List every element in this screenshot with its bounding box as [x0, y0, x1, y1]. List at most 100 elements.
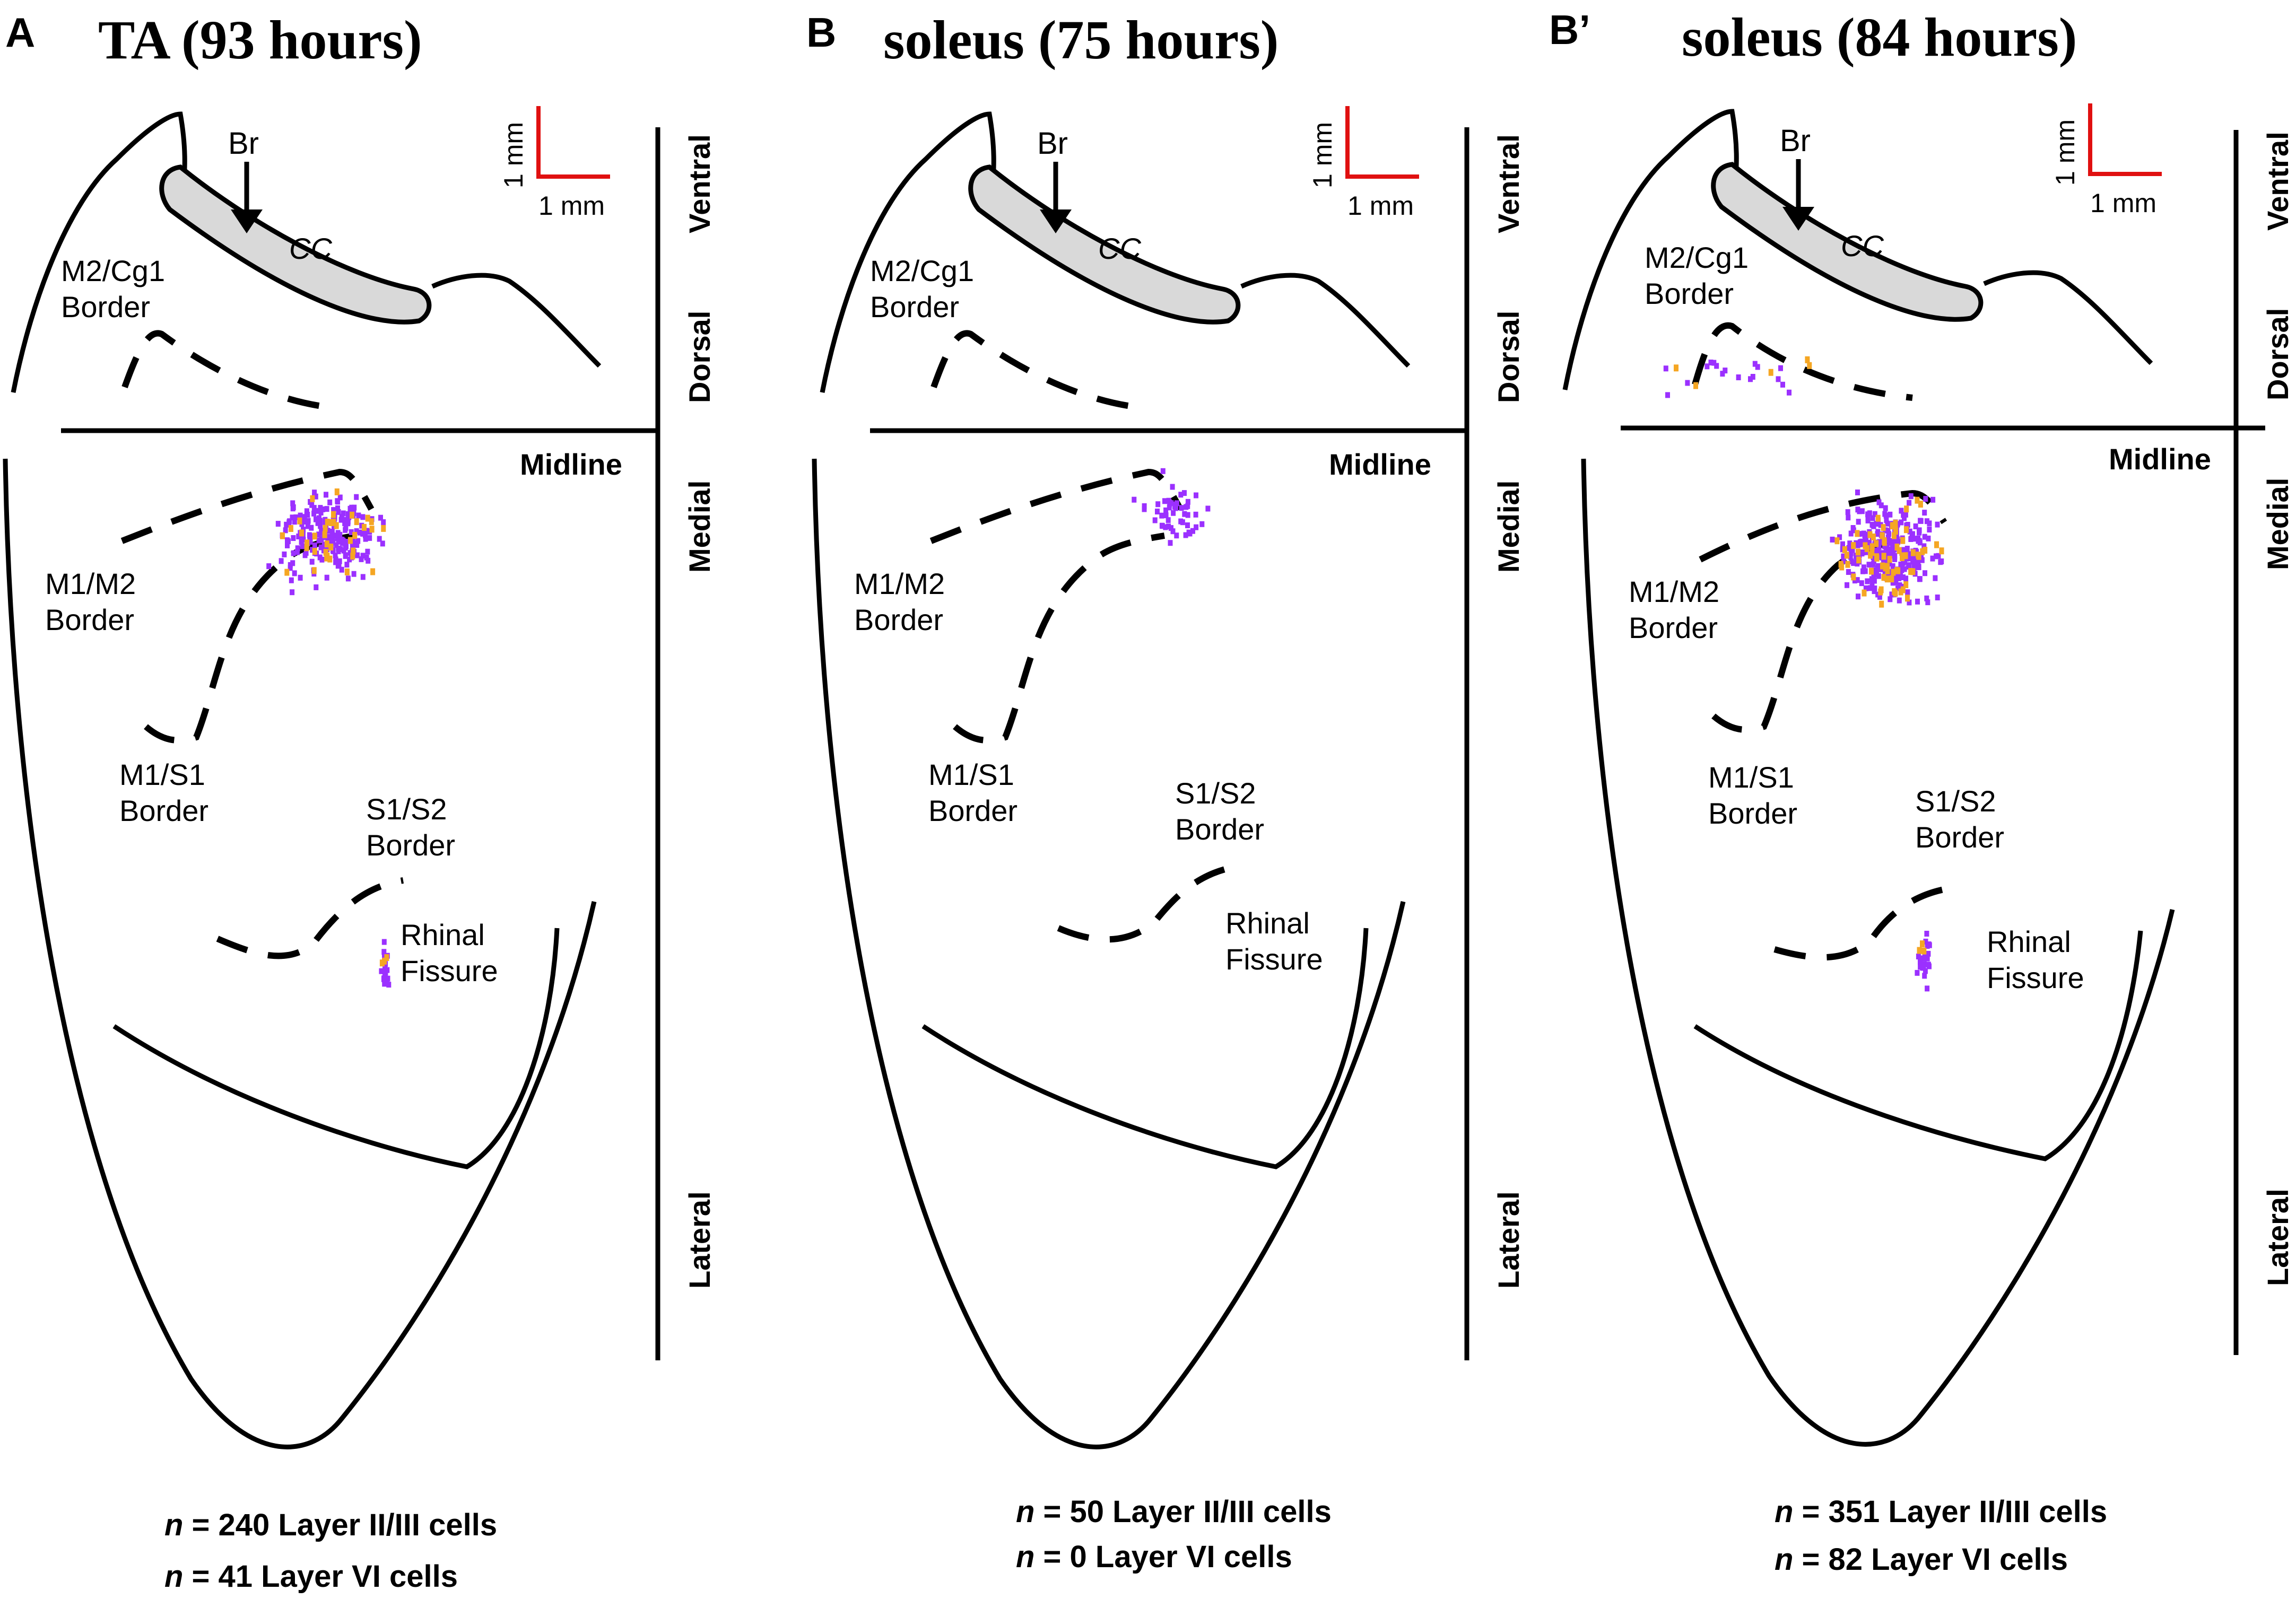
layer-2-3-cell-marker [386, 982, 392, 988]
layer-2-3-cell-marker [284, 521, 289, 528]
layer-6-cell-marker [1884, 575, 1890, 583]
layer-2-3-cell-marker [1854, 553, 1858, 559]
layer-6-cell-marker [1805, 356, 1810, 363]
layer-2-3-cell-marker [1885, 520, 1890, 527]
layer-2-3-cell-marker [1888, 511, 1893, 518]
layer-2-3-cell-marker [343, 552, 348, 558]
bregma-label: Br [1780, 124, 1811, 158]
scale-label-vertical: 1 mm [1308, 122, 1337, 188]
layer-6-cell-marker [1895, 567, 1901, 574]
layer-6-cell-marker [310, 495, 315, 502]
layer-6-cell-marker [1875, 514, 1881, 522]
layer-2-3-cell-marker [344, 562, 350, 568]
layer-6-count: n = 41 Layer VI cells [164, 1559, 458, 1594]
ventral-label: Ventral [683, 134, 716, 233]
layer-2-3-cell-marker [329, 529, 335, 535]
layer-6-cell-marker [1918, 501, 1923, 508]
layer-6-cell-marker [1891, 532, 1897, 539]
layer-2-3-cell-marker [1921, 543, 1927, 549]
layer-2-3-cell-marker [360, 553, 366, 559]
medial-wall-outline-right [1240, 273, 1411, 368]
layer-2-3-cell-marker [1166, 517, 1171, 523]
layer-2-3-cell-marker [1168, 540, 1173, 546]
layer-2-3-cell-marker [335, 535, 340, 541]
layer-2-3-cell-marker [1913, 547, 1918, 554]
layer-2-3-cell-marker [1916, 954, 1921, 959]
layer-2-3-cell-marker [1851, 527, 1856, 534]
layer-2-3-cell-marker [1704, 363, 1710, 370]
layer-6-cell-marker [1903, 552, 1908, 560]
layer-2-3-cell-marker [357, 529, 362, 536]
layer-6-cell-marker [331, 519, 336, 526]
layer-2-3-cell-marker [351, 571, 356, 577]
layer-2-3-cell-marker [1905, 589, 1910, 596]
layer-6-cell-marker [369, 518, 374, 526]
m1-s1-border [953, 532, 1165, 744]
layer-2-3-cell-marker [365, 548, 370, 555]
layer-2-3-cell-marker [1874, 568, 1879, 574]
layer-2-3-cell-marker [1890, 547, 1895, 554]
layer-2-3-cell-marker [343, 527, 348, 533]
layer-2-3-cell-marker [346, 514, 352, 520]
layer-2-3-cell-marker [1925, 985, 1930, 992]
layer-2-3-cell-marker [1878, 522, 1883, 528]
layer-2-3-cell-marker [1893, 579, 1899, 586]
layer-6-cell-marker [284, 569, 290, 576]
layer-2-3-cell-marker [1663, 365, 1668, 372]
bregma-label: Br [1037, 126, 1068, 161]
layer-6-cell-marker [328, 544, 334, 551]
layer-2-3-cell-marker [1924, 931, 1929, 937]
layer-2-3-cell-marker [1922, 510, 1927, 516]
layer-6-cell-marker [1881, 553, 1886, 560]
layer-2-3-cell-marker [282, 551, 287, 557]
panel-b: B soleus (75 hours) CC Br 1 mm 1 mm M2/C… [806, 9, 1525, 1574]
layer-2-3-cell-marker [1924, 595, 1929, 601]
layer-6-cell-marker [1855, 530, 1860, 537]
layer-2-3-cell-marker [1878, 502, 1884, 509]
layer-2-3-cell-marker [310, 547, 315, 553]
layer-2-3-cell-marker [1902, 515, 1907, 521]
layer-2-3-cell-marker [1915, 598, 1920, 605]
layer-2-3-cell-marker [1163, 512, 1169, 519]
layer-2-3-cell-marker [1897, 572, 1902, 579]
layer-2-3-cell-marker [1179, 505, 1184, 511]
corpus-callosum [968, 164, 1241, 325]
layer-2-3-cell-marker [355, 552, 360, 558]
layer-2-3-cell-marker [1899, 508, 1904, 514]
layer-2-3-cell-marker [1918, 959, 1923, 965]
midline-label: Midline [1329, 448, 1431, 481]
layer-2-3-cell-marker [381, 949, 387, 955]
layer-2-3-cell-marker [1912, 536, 1918, 542]
layer-2-3-cell-marker [1871, 554, 1876, 561]
layer-2-3-cell-marker [1863, 585, 1868, 591]
layer-2-3-cell-marker [319, 528, 324, 535]
layer-6-cell-marker [1889, 575, 1894, 583]
layer-2-3-cell-marker [347, 505, 353, 512]
bregma-arrow-head [1782, 207, 1814, 231]
layer-2-3-cell-marker [285, 542, 290, 548]
layer-6-cell-marker [1882, 539, 1887, 546]
layer-6-cell-marker [1905, 595, 1910, 602]
layer-2-3-cell-marker [364, 554, 369, 561]
layer-2-3-cell-marker [316, 508, 321, 514]
layer-2-3-cell-marker [1859, 551, 1865, 557]
layer-2-3-cell-marker [1714, 363, 1719, 369]
layer-6-cell-marker [334, 522, 339, 529]
layer-2-3-cell-marker [283, 527, 288, 534]
layer-2-3-cell-marker [1855, 577, 1860, 583]
layer-2-3-cell-marker [318, 505, 323, 511]
layer-2-3-cell-marker [1185, 522, 1190, 528]
layer-2-3-cell-marker [378, 514, 383, 521]
lateral-cortex-outline [812, 458, 1406, 1449]
layer-2-3-cell-marker [1182, 490, 1187, 496]
layer-2-3-cell-marker [366, 557, 371, 564]
layer-6-cell-marker [1855, 548, 1860, 556]
layer-6-cell-marker [1921, 947, 1927, 955]
layer-2-3-cell-marker [1895, 585, 1900, 591]
layer-6-cell-marker [324, 554, 329, 562]
